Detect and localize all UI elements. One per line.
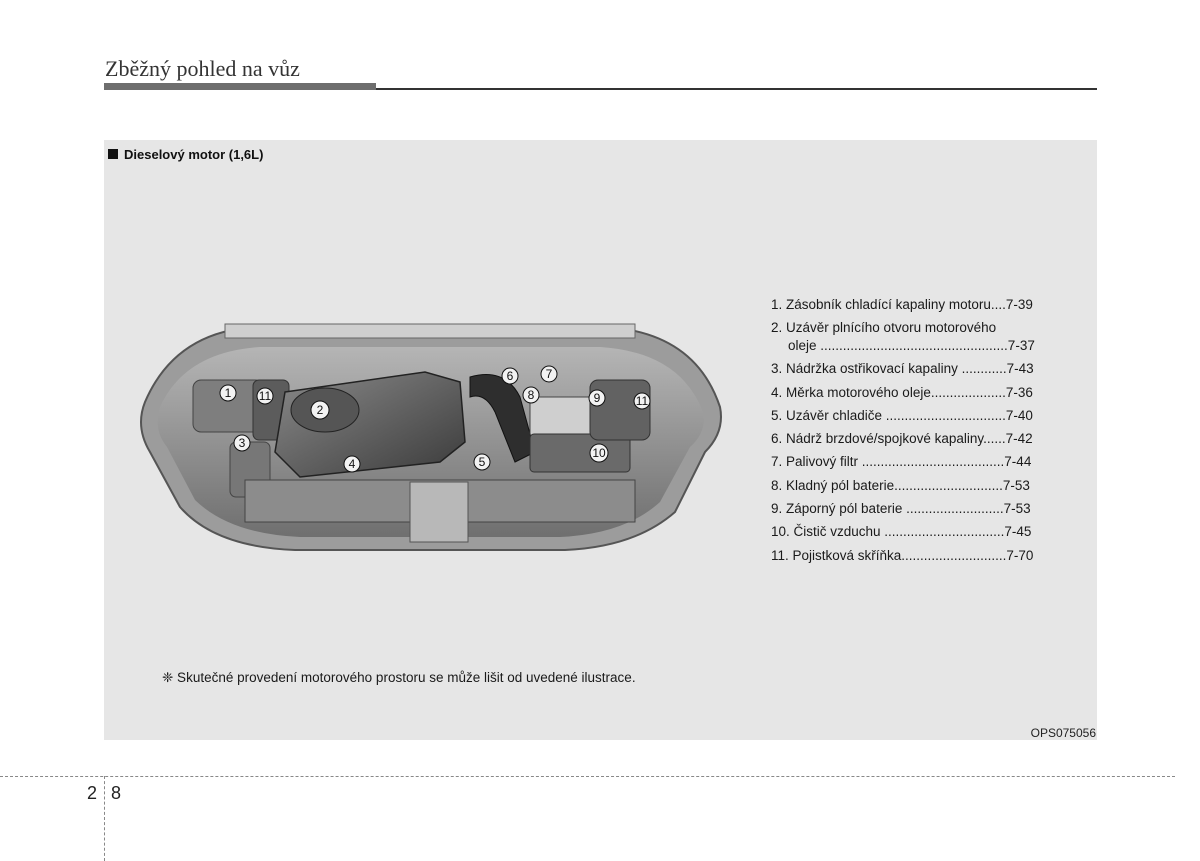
legend-item: 9. Záporný pól baterie .................… [771, 501, 1031, 517]
callout-2: 2 [310, 400, 330, 420]
page-number: 8 [111, 783, 122, 803]
callout-10: 10 [589, 443, 609, 463]
svg-text:8: 8 [528, 388, 535, 402]
legend-item: 8. Kladný pól baterie...................… [771, 477, 1030, 493]
footer-vertical-divider [104, 776, 105, 861]
svg-text:11: 11 [259, 389, 272, 403]
section-title-text: Dieselový motor (1,6L) [124, 147, 264, 162]
legend-item: 6. Nádrž brzdové/spojkové kapaliny......… [771, 431, 1033, 447]
engine-bay-illustration: 1 11 2 3 4 5 6 7 8 9 11 10 [140, 323, 722, 551]
callout-5: 5 [473, 453, 491, 471]
svg-text:2: 2 [317, 403, 324, 417]
legend-item: 5. Uzávěr chladiče .....................… [771, 407, 1033, 423]
callout-7: 7 [540, 365, 558, 383]
legend-item-line: oleje ..................................… [788, 337, 1035, 353]
header-rule [376, 88, 1097, 90]
legend-item-line: 2. Uzávěr plnícího otvoru motorového [771, 320, 997, 336]
legend-item: 7. Palivový filtr ......................… [771, 454, 1032, 470]
svg-text:3: 3 [239, 436, 246, 450]
svg-text:5: 5 [479, 455, 486, 469]
chapter-number: 2 [87, 783, 98, 803]
legend-item: 4. Měrka motorového oleje...............… [771, 384, 1033, 400]
header-bar-thick [104, 83, 376, 90]
callout-11-right: 11 [633, 392, 651, 410]
section-title: Dieselový motor (1,6L) [108, 147, 263, 162]
callout-6: 6 [501, 367, 519, 385]
callout-4: 4 [343, 455, 361, 473]
svg-text:9: 9 [594, 391, 601, 405]
svg-text:10: 10 [592, 446, 606, 460]
legend-item: 1. Zásobník chladící kapaliny motoru....… [771, 297, 1033, 312]
legend-item: 11. Pojistková skříňka..................… [771, 547, 1034, 563]
legend-item: 2. Uzávěr plnícího otvoru motorového ole… [771, 316, 1071, 357]
svg-text:7: 7 [546, 367, 553, 381]
footer-divider [0, 776, 1175, 777]
svg-text:4: 4 [349, 457, 356, 471]
page-header-title: Zběžný pohled na vůz [105, 56, 300, 81]
callout-11-left: 11 [256, 387, 274, 405]
image-code: OPS075056 [1030, 726, 1096, 740]
callout-3: 3 [233, 434, 251, 452]
illustration-note: ❈ Skutečné provedení motorového prostoru… [162, 670, 636, 685]
callout-9: 9 [588, 389, 606, 407]
callout-1: 1 [219, 384, 237, 402]
svg-text:1: 1 [225, 386, 232, 400]
legend-item: 10. Čistič vzduchu .....................… [771, 524, 1032, 540]
square-bullet-icon [108, 149, 118, 159]
svg-text:6: 6 [507, 369, 514, 383]
svg-text:11: 11 [636, 394, 649, 408]
component-legend: 1. Zásobník chladící kapaliny motoru....… [771, 293, 1071, 567]
callout-8: 8 [522, 386, 540, 404]
legend-item: 3. Nádržka ostřikovací kapaliny ........… [771, 361, 1034, 377]
